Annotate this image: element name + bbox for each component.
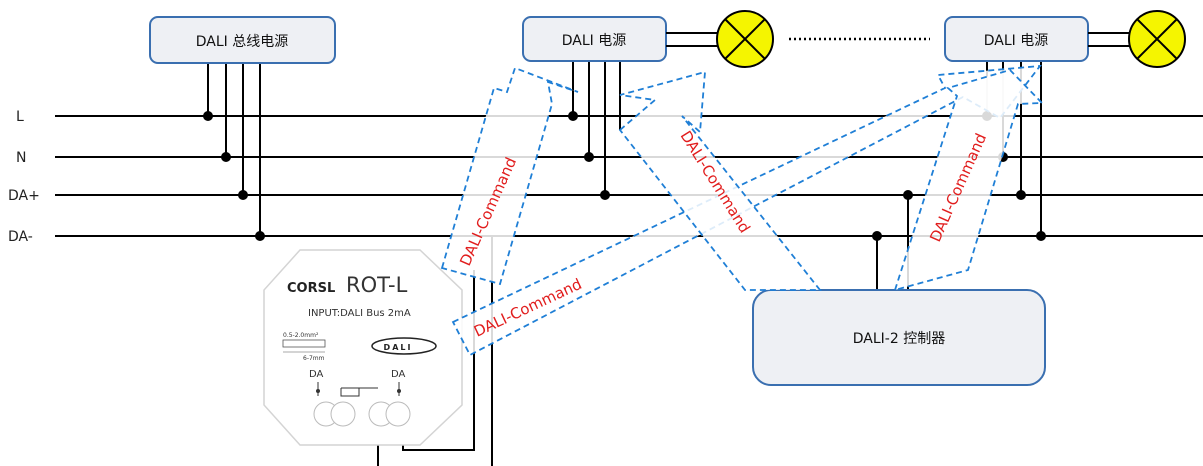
module-wire-gauge: 0.5-2.0mm² <box>283 332 319 339</box>
bus-label-da-plus: DA+ <box>8 188 40 204</box>
command-arrows <box>440 64 1045 357</box>
lamp-wires-2 <box>1088 32 1130 47</box>
module-brand: CORSL <box>287 281 335 296</box>
terminal-holes <box>313 401 411 427</box>
dali-psu-2-label: DALI 电源 <box>984 33 1049 49</box>
dali-psu-1-label: DALI 电源 <box>562 33 627 49</box>
lamp-icon <box>1128 10 1186 68</box>
dali-logo-icon: DALI <box>371 337 437 355</box>
dali-2-controller: DALI-2 控制器 <box>752 289 1046 386</box>
terminal-label-right: DA <box>391 369 406 380</box>
junction-dots <box>203 111 1046 241</box>
dali-psu-2: DALI 电源 <box>944 16 1089 62</box>
dali-logo-text: DALI <box>384 343 413 352</box>
dali-psu-1: DALI 电源 <box>522 16 667 62</box>
bus-label-l: L <box>16 109 24 125</box>
module-strip-length: 6-7mm <box>303 355 325 362</box>
module-model: ROT-L <box>346 273 408 297</box>
terminal-label-left: DA <box>309 369 324 380</box>
command-arrow-3 <box>618 70 822 291</box>
lamp-icon <box>716 10 774 68</box>
bus-label-n: N <box>16 150 26 166</box>
command-arrow-4 <box>893 68 1045 292</box>
lamp-wires-1 <box>666 32 718 47</box>
wire-strip-icon <box>282 339 326 348</box>
dali-bus-power-supply: DALI 总线电源 <box>149 16 336 64</box>
bus-label-da-minus: DA- <box>8 229 33 245</box>
dali-bus-power-label: DALI 总线电源 <box>196 34 289 50</box>
module-input: INPUT:DALI Bus 2mA <box>308 308 411 319</box>
controller-label: DALI-2 控制器 <box>853 331 945 347</box>
command-arrow-1 <box>440 66 579 286</box>
rot-l-module: CORSL ROT-L INPUT:DALI Bus 2mA 0.5-2.0mm… <box>263 249 463 446</box>
